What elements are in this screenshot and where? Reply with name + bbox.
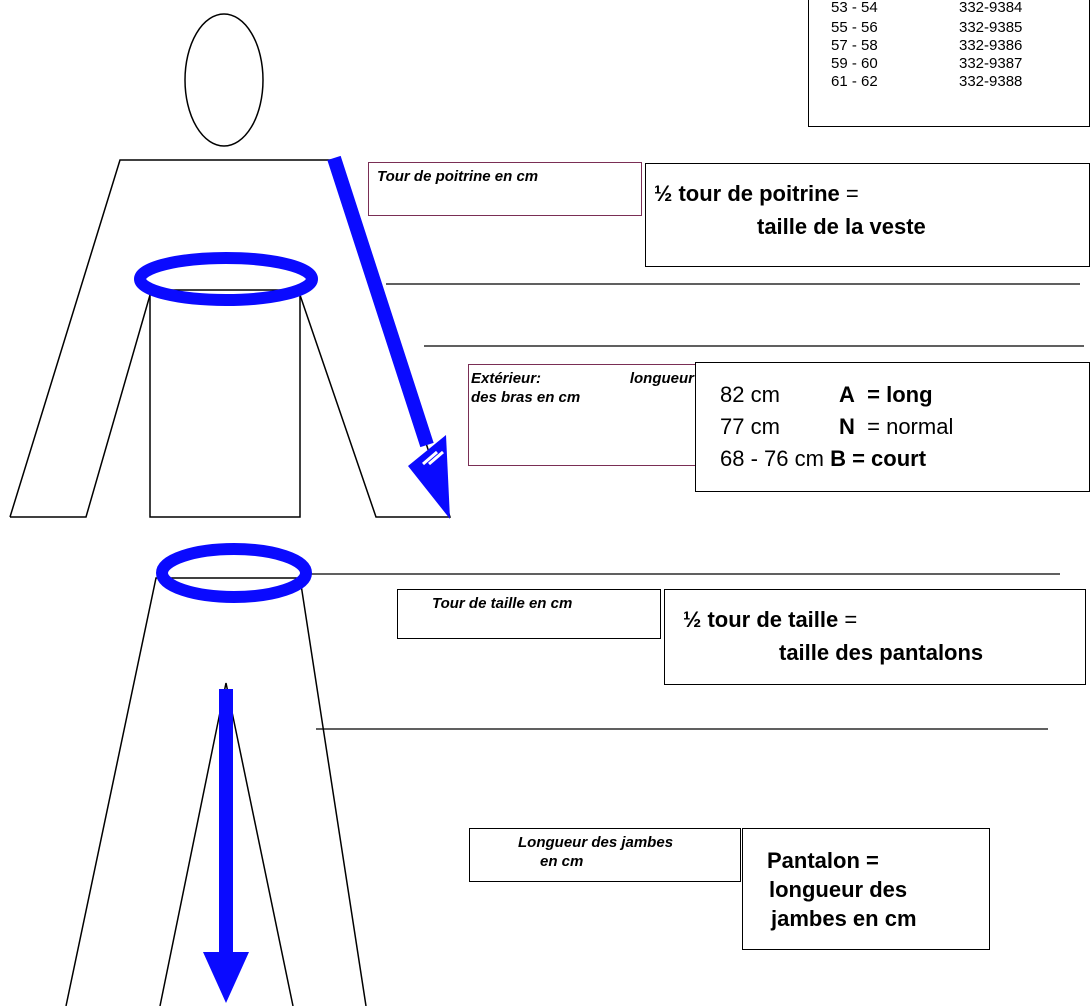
leg-label-box: Longueur des jambes en cm xyxy=(469,828,741,882)
leg-label-line1: Longueur des jambes xyxy=(518,834,674,851)
leg-result-line3: jambes en cm xyxy=(771,906,917,931)
table-row: 55 - 56 332-9385 xyxy=(831,20,1022,36)
arm-line-short: 68 - 76 cm B = court xyxy=(720,443,1089,475)
article-code: 332-9387 xyxy=(959,55,1023,72)
article-code: 332-9388 xyxy=(959,73,1023,90)
waist-ring xyxy=(156,543,312,603)
chest-ring xyxy=(134,252,318,306)
article-code: 332-9386 xyxy=(959,37,1023,54)
chest-result-box: ½ tour de poitrine = taille de la veste xyxy=(645,163,1090,267)
arm-length-arrow xyxy=(327,155,450,519)
leg-label-line2: en cm xyxy=(540,853,584,870)
waist-result-bold: ½ tour de taille xyxy=(683,607,839,632)
legs-outline xyxy=(65,577,367,1006)
size-range: 53 - 54 xyxy=(831,0,878,16)
arm-line-long: 82 cm A = long xyxy=(720,379,1089,411)
chest-label: Tour de poitrine en cm xyxy=(377,168,539,185)
arm-line-normal: 77 cm N = normal xyxy=(720,411,1089,443)
waist-result-box: ½ tour de taille = taille des pantalons xyxy=(664,589,1086,685)
leg-result-line1: Pantalon = xyxy=(767,848,879,873)
arm-desc: = court xyxy=(845,446,927,471)
waist-label: Tour de taille en cm xyxy=(432,595,573,612)
guide-lines xyxy=(300,283,1084,730)
leg-length-arrow xyxy=(203,689,249,1003)
arm-letter: N xyxy=(839,414,855,439)
arm-letter: B xyxy=(830,446,846,471)
table-row: 57 - 58 332-9386 xyxy=(831,38,1022,54)
table-row: 61 - 62 332-9388 xyxy=(831,74,1022,90)
arm-measure: 68 - 76 cm xyxy=(720,446,824,471)
size-range: 61 - 62 xyxy=(831,73,878,90)
head-outline xyxy=(184,13,264,147)
waist-label-box: Tour de taille en cm xyxy=(397,589,661,639)
size-reference-table: 53 - 54 332-9384 55 - 56 332-9385 57 - 58 3… xyxy=(808,0,1090,127)
size-range: 55 - 56 xyxy=(831,19,878,36)
chest-result-bold: ½ tour de poitrine xyxy=(654,181,840,206)
arm-desc: = normal xyxy=(867,414,954,439)
arm-result-box: 82 cm A = long 77 cm N = normal 68 - 76 cm… xyxy=(695,362,1090,492)
arm-label-line2: des bras en cm xyxy=(471,389,581,406)
arm-measure: 82 cm xyxy=(720,382,780,407)
arm-label-box: Extérieur: longueur des bras en cm xyxy=(468,364,700,466)
arm-desc: = long xyxy=(867,382,933,407)
arm-label-part2: longueur xyxy=(629,370,694,387)
waist-result-line2: taille des pantalons xyxy=(779,640,984,665)
leg-result-box: Pantalon = longueur des jambes en cm xyxy=(742,828,990,950)
arm-letter: A xyxy=(839,382,855,407)
article-code: 332-9384 xyxy=(959,0,1023,16)
table-row: 59 - 60 332-9387 xyxy=(831,56,1022,72)
leg-result-line2: longueur des xyxy=(769,877,908,902)
table-row: 53 - 54 332-9384 xyxy=(831,0,1022,16)
chest-label-box: Tour de poitrine en cm xyxy=(368,162,642,216)
chest-result-eq: = xyxy=(839,181,859,206)
size-range: 59 - 60 xyxy=(831,55,878,72)
arm-measure: 77 cm xyxy=(720,414,780,439)
arm-label-part1: Extérieur: xyxy=(471,370,542,387)
chest-result-line2: taille de la veste xyxy=(757,214,926,239)
article-code: 332-9385 xyxy=(959,19,1023,36)
size-range: 57 - 58 xyxy=(831,37,878,54)
waist-result-eq: = xyxy=(838,607,858,632)
